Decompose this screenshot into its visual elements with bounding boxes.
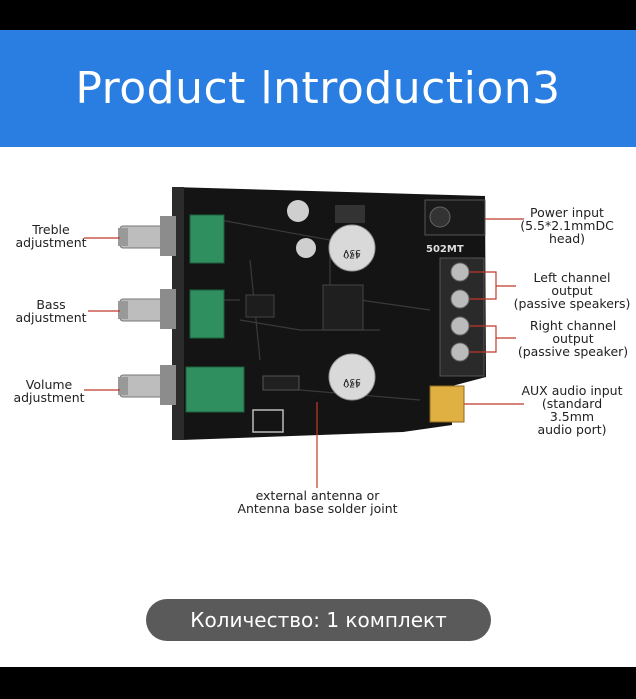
power-label: Power input (5.5*2.1mmDC head)	[502, 206, 632, 245]
right-channel-label: Right channel output (passive speaker)	[510, 319, 636, 358]
callout-lines	[84, 218, 524, 488]
volume-label: Volume adjustment	[12, 378, 86, 404]
treble-label-line2: adjustment	[15, 235, 87, 250]
power-label-line1: Power input	[530, 205, 604, 220]
speaker-terminal-icon	[439, 257, 485, 377]
small-capacitor-icon	[296, 238, 316, 258]
left-channel-label: Left channel output (passive speakers)	[513, 271, 631, 310]
right-channel-label-line1: Right channel output	[529, 318, 617, 346]
small-capacitor-icon	[287, 200, 309, 222]
aux-jack-icon	[429, 385, 465, 423]
dc-jack-icon	[424, 199, 486, 236]
left-channel-label-line2: (passive speakers)	[513, 296, 631, 311]
aux-label-line3: audio port)	[537, 422, 607, 437]
quantity-badge: Количество: 1 комплект	[146, 599, 491, 641]
right-channel-label-line2: (passive speaker)	[517, 344, 629, 359]
volume-label-line2: adjustment	[13, 390, 85, 405]
board-model-label: 502MT	[426, 244, 464, 255]
bass-label: Bass adjustment	[15, 298, 87, 324]
aux-label-line2: (standard 3.5mm	[541, 396, 603, 424]
capacitor-value: 470	[343, 378, 360, 388]
pot-bass-body	[189, 289, 225, 339]
volume-knob-icon[interactable]	[118, 365, 176, 405]
bass-label-line2: adjustment	[15, 310, 87, 325]
pot-treble-body	[189, 214, 225, 264]
page-title: Product lntroduction3	[75, 63, 561, 114]
antenna-label: external antenna or Antenna base solder …	[235, 489, 400, 515]
capacitor-value: 470	[343, 249, 360, 259]
volume-label-line1: Volume	[25, 377, 73, 392]
treble-label-line1: Treble	[32, 222, 70, 237]
aux-label-line1: AUX audio input	[521, 383, 623, 398]
header-banner: Product lntroduction3	[0, 30, 636, 147]
aux-label: AUX audio input (standard 3.5mm audio po…	[520, 384, 624, 436]
capacitor-voltage: 35V	[342, 376, 360, 386]
bass-knob-icon[interactable]	[118, 289, 176, 329]
treble-label: Treble adjustment	[15, 223, 87, 249]
treble-knob-icon[interactable]	[118, 216, 176, 256]
power-label-line2: (5.5*2.1mmDC head)	[520, 218, 614, 246]
capacitor-voltage: 35V	[342, 247, 360, 257]
bass-label-line1: Bass	[36, 297, 66, 312]
capacitor-icon: 470 35V	[328, 224, 376, 272]
capacitor-icon: 470 35V	[328, 353, 376, 401]
antenna-label-line1: external antenna or	[255, 488, 380, 503]
left-channel-label-line1: Left channel output	[533, 270, 611, 298]
pot-volume-body	[185, 366, 245, 413]
antenna-label-line2: Antenna base solder joint	[237, 501, 398, 516]
antenna-icon	[252, 409, 284, 433]
